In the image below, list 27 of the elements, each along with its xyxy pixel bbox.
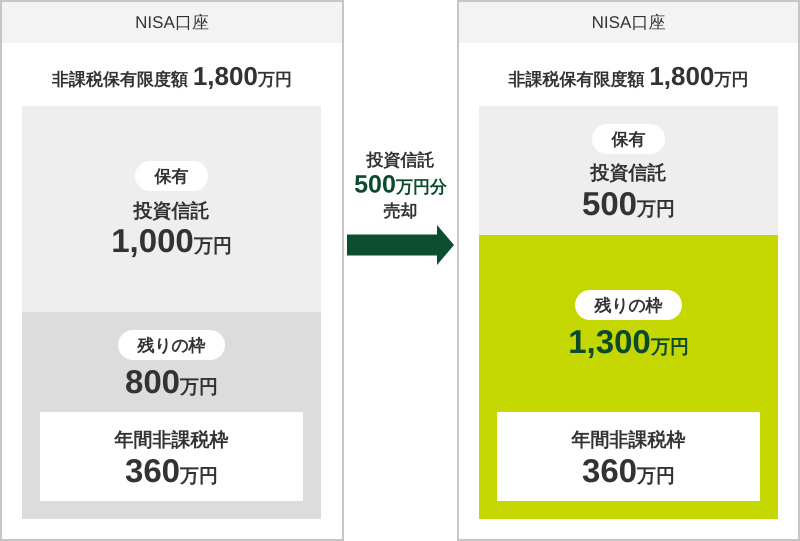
fund-name: 投資信託 [134,201,210,223]
annual-limit-box [40,412,303,501]
remaining-band [22,312,321,519]
box-title: 年間非課税枠 [572,430,686,452]
panel-header: NISA口座 [2,2,342,43]
amount-text: 1,300万円 [568,323,689,361]
limit-text: 非課税保有限度額 1,800万円 [508,62,748,92]
account-panel [457,0,800,541]
box-title: 年間非課税枠 [114,430,228,452]
holding-band [22,106,321,312]
pill-label: 残りの枠 [575,290,682,320]
annual-limit-box [497,412,760,501]
panel-header: NISA口座 [459,2,798,43]
amount-text: 360万円 [124,452,218,490]
fund-name: 投資信託 [590,163,666,185]
pill-label: 保有 [592,124,665,154]
remaining-band [479,235,778,519]
amount-text: 500万円 [582,185,676,223]
account-panel [0,0,344,541]
amount-text: 1,000万円 [111,222,232,260]
limit-text: 非課税保有限度額 1,800万円 [52,62,292,92]
arrow [347,225,454,265]
pill-label: 保有 [135,161,208,191]
pill-label: 残りの枠 [118,330,225,360]
holding-band [479,106,778,235]
amount-text: 360万円 [582,452,676,490]
amount-text: 800万円 [124,363,218,401]
